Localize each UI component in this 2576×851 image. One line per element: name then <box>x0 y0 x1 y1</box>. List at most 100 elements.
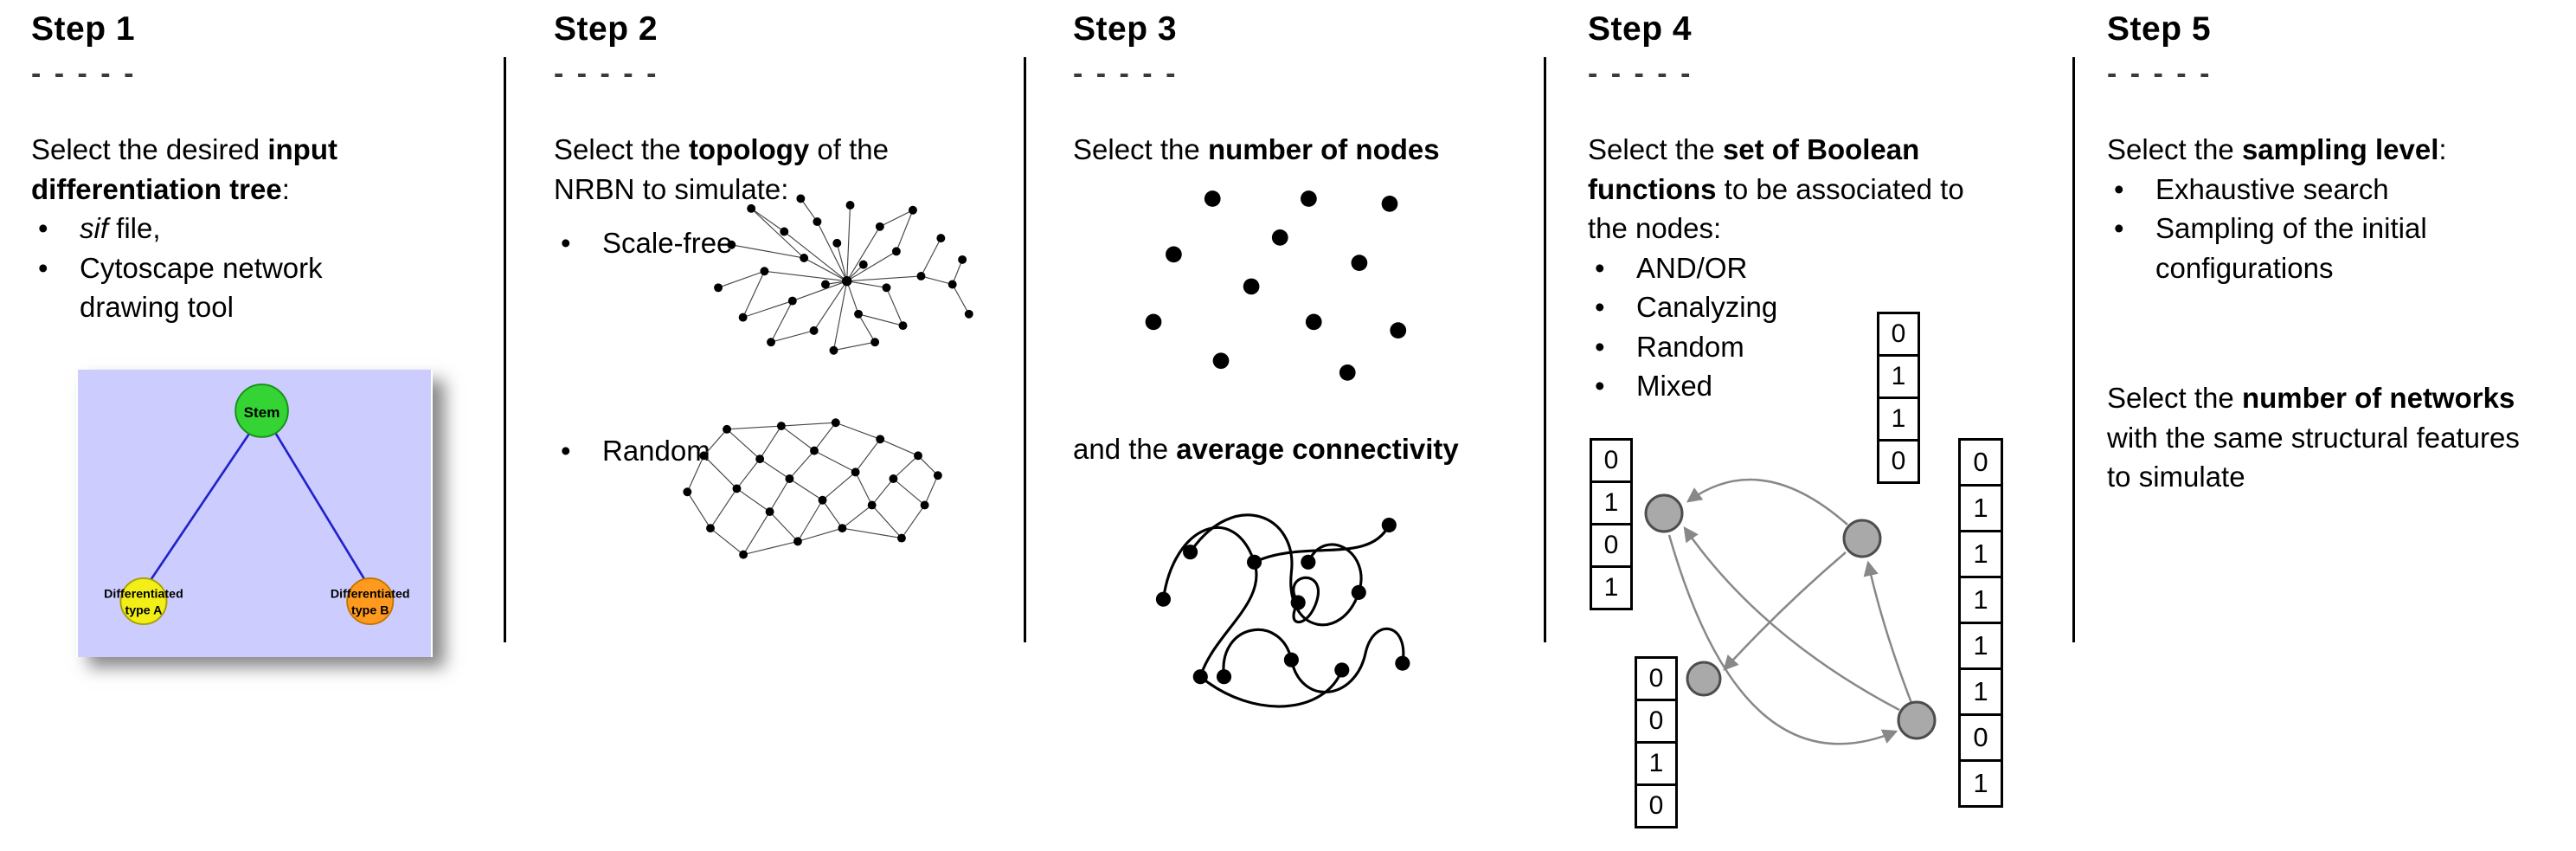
bullet-label: Cytoscape network drawing tool <box>80 251 323 324</box>
step-4-intro-bold: set of Boolean functions <box>1588 133 1920 205</box>
bullet-icon: • <box>38 251 48 284</box>
bullet-label: Scale-free <box>602 227 733 259</box>
step-3-line1-pre: Select the <box>1073 133 1208 165</box>
bullet-icon: • <box>561 227 571 259</box>
truth-table-cell: 0 <box>1877 439 1920 484</box>
arrow-d-to-b <box>1863 560 1913 704</box>
step-2-intro-bold: topology <box>688 133 810 165</box>
step-2-bullet-random: • Random <box>554 431 813 471</box>
step-5-intro-post: : <box>2438 133 2447 165</box>
arrow-b-to-c <box>1723 551 1847 671</box>
boolean-network-illustration: 0 1 1 0 0 1 0 1 0 0 1 0 0 1 1 1 <box>1588 310 2020 848</box>
random-network-illustration <box>674 409 954 583</box>
truth-table-cell: 0 <box>1635 656 1678 701</box>
arrow-d-to-a <box>1683 525 1900 712</box>
step-5-intro-pre: Select the <box>2107 133 2242 165</box>
bullet-label: Canalyzing <box>1636 291 1778 324</box>
step-3-line2: and the average connectivity <box>1073 429 1540 469</box>
step-2-column: Step 2 - - - - - Select the topology of … <box>554 0 1012 851</box>
tree-edge-right <box>273 431 369 584</box>
step-1-bullet-sif-file: • sif file, <box>31 209 419 248</box>
scale-free-network-illustration <box>702 185 982 384</box>
bullet-label: AND/OR <box>1636 251 1748 284</box>
differentiated-a-label-line1: Differentiated <box>104 588 183 602</box>
step-5-title: Step 5 <box>2107 10 2212 48</box>
differentiated-b-label-line1: Differentiated <box>331 588 410 602</box>
step-5-bullet-exhaustive: • Exhaustive search <box>2107 170 2561 210</box>
bullet-label: sif file, <box>80 209 419 248</box>
step-1-column: Step 1 - - - - - Select the desired inpu… <box>31 0 507 851</box>
step-3-dashes: - - - - - <box>1073 57 1179 90</box>
sif-word: sif <box>80 212 108 245</box>
network-node-d <box>1897 700 1937 740</box>
differentiation-tree-svg: Stem Differentiated type A Differentiate… <box>78 370 431 657</box>
step-1-bullet-cytoscape: • Cytoscape network drawing tool <box>31 248 419 327</box>
truth-table-cell: 1 <box>1958 576 2003 624</box>
stem-node <box>234 384 289 438</box>
step-4-bullet-and-or: • AND/OR <box>1588 248 2005 288</box>
bullet-icon: • <box>2114 172 2124 205</box>
truth-table-bottom-left: 0 0 1 0 <box>1635 656 1678 828</box>
bullet-label: Random <box>1636 330 1744 363</box>
step-5-second-post: with the same structural features to sim… <box>2107 421 2520 493</box>
step-3-title: Step 3 <box>1073 10 1178 48</box>
bullet-icon: • <box>1595 291 1605 324</box>
truth-table-cell: 0 <box>1958 713 2003 762</box>
connectivity-tangle-illustration <box>1136 478 1440 731</box>
sif-rest: file, <box>108 212 161 245</box>
step-3-line1: Select the number of nodes <box>1073 130 1540 170</box>
step-5-intro: Select the sampling level: • Exhaustive … <box>2107 130 2561 287</box>
truth-table-cell: 1 <box>1958 667 2003 716</box>
step-4-intro-pre: Select the <box>1588 133 1723 165</box>
step-2-intro-post: of the NRBN to simulate: <box>554 133 889 205</box>
arrow-b-to-a <box>1686 478 1848 525</box>
step-4-intro: Select the set of Boolean functions to b… <box>1588 130 2005 406</box>
step-2-bullet-scale-free: • Scale-free <box>554 223 813 263</box>
scattered-nodes-illustration <box>1120 178 1423 390</box>
bullet-label: Sampling of the initial configurations <box>2155 212 2427 284</box>
truth-table-right: 0 1 1 1 1 1 0 1 <box>1958 438 2003 808</box>
column-divider <box>1544 57 1546 642</box>
network-node-b <box>1842 519 1882 558</box>
step-5-column: Step 5 - - - - - Select the sampling lev… <box>2107 0 2574 851</box>
step-3-column: Step 3 - - - - - Select the number of no… <box>1073 0 1540 851</box>
truth-table-cell: 1 <box>1958 759 2003 808</box>
step-5-second-bold: number of networks <box>2241 382 2515 414</box>
truth-table-cell: 1 <box>1958 622 2003 670</box>
bullet-icon: • <box>561 435 571 467</box>
truth-table-cell: 0 <box>1635 783 1678 828</box>
arrow-a-to-d <box>1667 534 1898 745</box>
truth-table-cell: 1 <box>1877 354 1920 399</box>
tree-edge-left <box>147 431 252 584</box>
step-1-title: Step 1 <box>31 10 136 48</box>
step-4-bullet-canalyzing: • Canalyzing <box>1588 287 2005 327</box>
step-3-line1-bold: number of nodes <box>1207 133 1440 165</box>
step-3-line2-bold: average connectivity <box>1176 433 1459 465</box>
differentiated-a-label-line2: type A <box>125 604 162 618</box>
step-4-bullet-mixed: • Mixed <box>1588 366 2005 406</box>
truth-table-cell: 1 <box>1590 565 1633 610</box>
step-5-second-pre: Select the <box>2107 382 2242 414</box>
truth-table-cell: 0 <box>1877 312 1920 357</box>
differentiation-tree-illustration: Stem Differentiated type A Differentiate… <box>76 370 433 657</box>
column-divider <box>2072 57 2075 642</box>
bullet-label: Mixed <box>1636 370 1713 403</box>
step-5-dashes: - - - - - <box>2107 57 2213 90</box>
truth-table-cell: 1 <box>1877 396 1920 442</box>
step-2-intro-pre: Select the <box>554 133 689 165</box>
bullet-icon: • <box>1595 251 1605 284</box>
step-2-dashes: - - - - - <box>554 57 659 90</box>
step-4-column: Step 4 - - - - - Select the set of Boole… <box>1588 0 2072 851</box>
bullet-icon: • <box>2114 212 2124 245</box>
truth-table-left: 0 1 0 1 <box>1590 438 1633 610</box>
truth-table-top: 0 1 1 0 <box>1877 312 1920 484</box>
network-node-c <box>1686 661 1722 697</box>
truth-table-cell: 1 <box>1958 530 2003 578</box>
step-4-title: Step 4 <box>1588 10 1693 48</box>
truth-table-cell: 0 <box>1635 699 1678 744</box>
bullet-icon: • <box>1595 370 1605 403</box>
step-1-intro: Select the desired input differentiation… <box>31 130 419 327</box>
step-1-intro-bold: input differentiation tree <box>31 133 337 205</box>
step-5-intro-bold: sampling level <box>2241 133 2439 165</box>
